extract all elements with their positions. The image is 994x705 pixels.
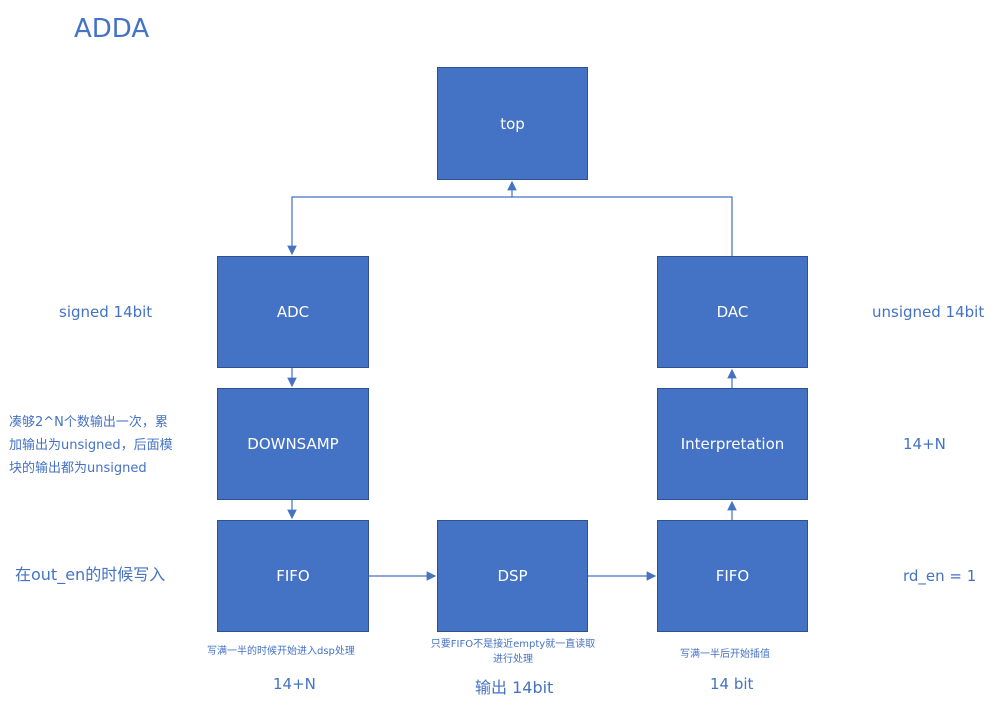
arrow-top-to-adc — [287, 196, 512, 256]
block-label: DAC — [716, 303, 749, 321]
note-line: 加输出为unsigned，后面模 — [9, 438, 173, 453]
block-interpretation: Interpretation — [657, 388, 808, 500]
dac-format-label: unsigned 14bit — [872, 303, 985, 321]
interp-width-label: 14+N — [903, 435, 946, 453]
block-dac: DAC — [657, 256, 808, 368]
block-label: ADC — [276, 303, 310, 321]
page-title: ADDA — [74, 14, 150, 44]
block-fifo-out: FIFO — [657, 520, 808, 632]
note-line: 进行处理 — [493, 654, 533, 665]
rd-en-label: rd_en = 1 — [903, 567, 977, 585]
dsp-output-width: 输出 14bit — [475, 678, 554, 697]
arrow-dac-to-top — [507, 180, 733, 256]
dsp-note: 只要FIFO不是接近empty就一直读取 进行处理 — [420, 637, 606, 667]
block-top: top — [437, 67, 588, 180]
block-label: FIFO — [276, 567, 310, 585]
block-label: FIFO — [715, 567, 750, 585]
fifo-out-note: 写满一半后开始插值 — [680, 649, 770, 660]
fifo-in-width: 14+N — [273, 675, 316, 693]
block-label: DSP — [497, 567, 528, 585]
fifo-write-label: 在out_en的时候写入 — [15, 565, 166, 584]
block-fifo-in: FIFO — [217, 520, 369, 632]
block-downsamp: DOWNSAMP — [217, 388, 369, 500]
fifo-in-note: 写满一半的时候开始进入dsp处理 — [207, 646, 355, 657]
note-line: 只要FIFO不是接近empty就一直读取 — [430, 639, 596, 650]
fifo-out-width: 14 bit — [710, 675, 754, 693]
block-adc: ADC — [217, 256, 369, 368]
note-line: 凑够2^N个数输出一次，累 — [9, 415, 168, 430]
downsamp-note: 凑够2^N个数输出一次，累 加输出为unsigned，后面模 块的输出都为uns… — [9, 411, 173, 480]
block-dsp: DSP — [437, 520, 588, 632]
note-line: 块的输出都为unsigned — [9, 461, 147, 476]
block-label: top — [500, 114, 525, 133]
block-label: DOWNSAMP — [247, 435, 339, 453]
block-label: Interpretation — [680, 435, 785, 453]
adc-format-label: signed 14bit — [59, 303, 153, 321]
